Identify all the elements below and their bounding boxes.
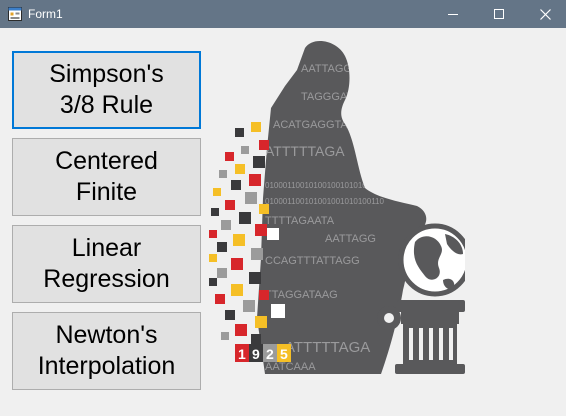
dna-text-line: TTAGGATAAG [265, 289, 338, 301]
statue-silhouette [257, 41, 427, 374]
dna-text-line: TAGGGATAA [301, 91, 368, 103]
maximize-icon [494, 9, 504, 19]
dna-text-line: AATTAGGGT [301, 63, 367, 75]
title-bar[interactable]: Form1 [0, 0, 566, 28]
app-form-icon [8, 7, 22, 21]
client-area: Simpson's 3/8 Rule Centered Finite Linea… [0, 28, 566, 416]
thinker-statue-with-globe-illustration: AATTAGGGT TAGGGATAA ACATGAGGTA ATTTTTAGA… [209, 41, 465, 374]
binary-text-line: 010001100101001001010100110 [265, 197, 384, 206]
pedestal [377, 300, 465, 374]
dna-text-line: AATTAGG [325, 233, 376, 245]
newtons-interpolation-button[interactable]: Newton's Interpolation [12, 312, 201, 390]
dna-text-line: CCAGTTTATTAGG [265, 255, 360, 267]
pixel-mosaic [209, 122, 285, 344]
simpsons-rule-button[interactable]: Simpson's 3/8 Rule [12, 51, 201, 129]
linear-regression-button[interactable]: Linear Regression [12, 225, 201, 303]
centered-finite-button[interactable]: Centered Finite [12, 138, 201, 216]
dna-text-line: ATTTTTAGA [265, 143, 345, 159]
binary-text-line: 010001100101001001010100110 [265, 181, 384, 190]
globe-icon [398, 223, 465, 297]
window-title: Form1 [28, 7, 63, 21]
maximize-button[interactable] [476, 0, 522, 28]
minimize-icon [448, 14, 458, 15]
dna-text-line: TTTTAGAATA [265, 215, 335, 227]
close-button[interactable] [522, 0, 566, 28]
dna-text-line: AATCAAA [265, 361, 316, 373]
close-icon [539, 8, 551, 20]
dna-text-line: ATTTTTAGA [285, 339, 370, 356]
dna-text-line: ACATGAGGTA [273, 119, 348, 131]
year-digit: 5 [280, 346, 288, 362]
year-digit: 1 [238, 346, 246, 362]
year-digit: 9 [252, 346, 260, 362]
minimize-button[interactable] [430, 0, 476, 28]
year-digits: 1 9 2 5 [235, 344, 291, 362]
year-digit: 2 [266, 346, 274, 362]
